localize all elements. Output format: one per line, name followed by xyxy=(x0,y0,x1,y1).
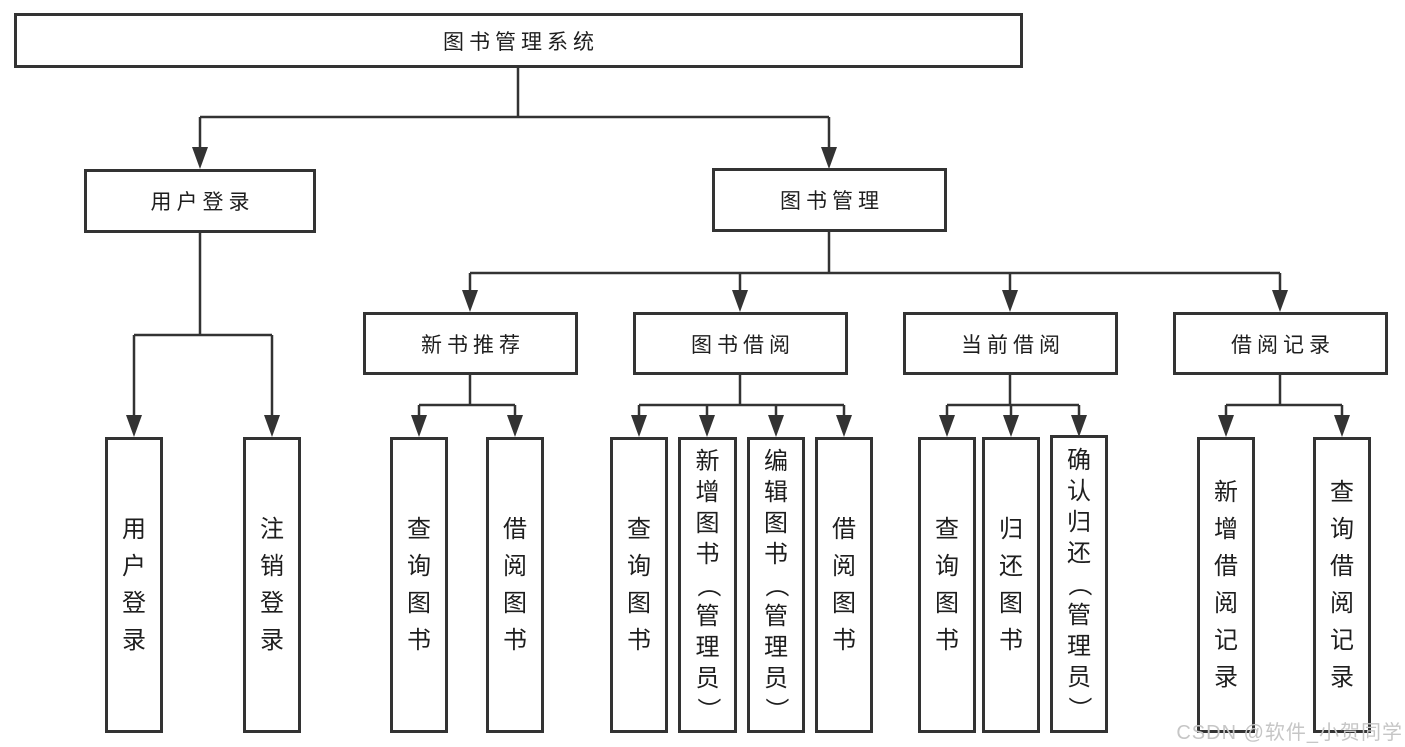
vertical-label-char: 书 xyxy=(695,540,720,568)
vertical-label-char: 询 xyxy=(935,553,959,580)
vertical-label-char: 书 xyxy=(832,627,856,654)
vertical-label-char: ） xyxy=(1065,696,1093,720)
node-new-book-recommend: 新书推荐 xyxy=(363,312,578,375)
vertical-label-char: 录 xyxy=(122,627,146,654)
vertical-label-char: 查 xyxy=(627,516,651,543)
vertical-label-char: 图 xyxy=(407,590,431,617)
leaf-query-borrow-record: 查询借阅记录 xyxy=(1313,437,1371,733)
vertical-label-char: 员 xyxy=(764,664,788,692)
vertical-label-char: 管 xyxy=(695,602,720,630)
leaf-query-books-borrowing: 查询图书 xyxy=(610,437,668,733)
vertical-label-char: 查 xyxy=(407,516,431,543)
vertical-label-char: 确 xyxy=(1067,446,1091,474)
leaf-query-books-current: 查询图书 xyxy=(918,437,976,733)
vertical-label-char: 借 xyxy=(503,516,527,543)
vertical-label-char: 增 xyxy=(1214,516,1238,543)
vertical-label-char: ） xyxy=(762,697,790,721)
vertical-label-char: 登 xyxy=(122,590,146,617)
vertical-label-char: 图 xyxy=(999,590,1023,617)
node-user-login: 用户登录 xyxy=(84,169,316,233)
vertical-label-char: 新 xyxy=(695,447,720,475)
vertical-label-char: 记 xyxy=(1214,627,1238,654)
vertical-label-char: 借 xyxy=(1330,553,1354,580)
node-book-borrowing: 图书借阅 xyxy=(633,312,848,375)
vertical-label-char: 归 xyxy=(1067,508,1091,536)
vertical-label-char: 图 xyxy=(503,590,527,617)
vertical-label-char: 用 xyxy=(122,516,146,543)
vertical-label-char: 员 xyxy=(1067,663,1091,691)
vertical-label-char: 书 xyxy=(503,627,527,654)
node-current-borrowing: 当前借阅 xyxy=(903,312,1118,375)
vertical-label-char: 员 xyxy=(695,664,720,692)
vertical-label-char: 归 xyxy=(999,516,1023,543)
vertical-label-char: 书 xyxy=(627,627,651,654)
vertical-label-char: 借 xyxy=(832,516,856,543)
leaf-return-books: 归还图书 xyxy=(982,437,1040,733)
leaf-confirm-return-admin: 确认归还 （ 管理员 ） xyxy=(1050,435,1108,733)
vertical-label-char: （ xyxy=(1065,572,1093,596)
vertical-label-char: 认 xyxy=(1067,477,1091,505)
vertical-label-char: 图 xyxy=(764,509,788,537)
vertical-label-char: 还 xyxy=(1067,539,1091,567)
vertical-label-char: 辑 xyxy=(764,478,788,506)
leaf-query-books-recommend: 查询图书 xyxy=(390,437,448,733)
vertical-label-char: 还 xyxy=(999,553,1023,580)
vertical-label-char: 图 xyxy=(935,590,959,617)
leaf-edit-books-admin: 编辑图书 （ 管理员 ） xyxy=(747,437,805,733)
vertical-label-char: 图 xyxy=(627,590,651,617)
vertical-label-char: 询 xyxy=(1330,516,1354,543)
leaf-add-borrow-record: 新增借阅记录 xyxy=(1197,437,1255,733)
vertical-label-char: 录 xyxy=(260,627,284,654)
vertical-label-char: 询 xyxy=(627,553,651,580)
leaf-borrow-books-borrowing: 借阅图书 xyxy=(815,437,873,733)
vertical-label-char: 阅 xyxy=(503,553,527,580)
vertical-label-char: 询 xyxy=(407,553,431,580)
vertical-label-char: 理 xyxy=(764,633,788,661)
vertical-label-char: 录 xyxy=(1330,664,1354,691)
vertical-label-char: 增 xyxy=(695,478,720,506)
vertical-label-char: 图 xyxy=(832,590,856,617)
watermark: CSDN @软件_小贺同学 xyxy=(1176,722,1403,744)
tree-edges xyxy=(132,68,1344,418)
vertical-label-char: 阅 xyxy=(1330,590,1354,617)
vertical-label-char: 书 xyxy=(407,627,431,654)
vertical-label-char: 注 xyxy=(260,516,284,543)
vertical-label-char: （ xyxy=(694,573,721,597)
vertical-label-char: 登 xyxy=(260,590,284,617)
arrowheads xyxy=(126,147,1350,437)
leaf-user-login: 用户登录 xyxy=(105,437,163,733)
leaf-borrow-books-recommend: 借阅图书 xyxy=(486,437,544,733)
vertical-label-char: 书 xyxy=(999,627,1023,654)
vertical-label-char: 理 xyxy=(1067,632,1091,660)
vertical-label-char: 管 xyxy=(1067,601,1091,629)
vertical-label-char: 记 xyxy=(1330,627,1354,654)
leaf-logout: 注销登录 xyxy=(243,437,301,733)
node-system-root: 图书管理系统 xyxy=(14,13,1023,68)
vertical-label-char: 阅 xyxy=(1214,590,1238,617)
leaf-add-books-admin: 新增图书 （ 管理员 ） xyxy=(678,437,737,733)
vertical-label-char: 图 xyxy=(695,509,720,537)
vertical-label-char: （ xyxy=(762,573,790,597)
vertical-label-char: 书 xyxy=(935,627,959,654)
vertical-label-char: 新 xyxy=(1214,479,1238,506)
vertical-label-char: 录 xyxy=(1214,664,1238,691)
vertical-label-char: 借 xyxy=(1214,553,1238,580)
vertical-label-char: 管 xyxy=(764,602,788,630)
node-book-management: 图书管理 xyxy=(712,168,947,232)
vertical-label-char: 户 xyxy=(122,553,146,580)
node-borrowing-records: 借阅记录 xyxy=(1173,312,1388,375)
vertical-label-char: 理 xyxy=(695,633,720,661)
vertical-label-char: 书 xyxy=(764,540,788,568)
vertical-label-char: ） xyxy=(694,697,721,721)
vertical-label-char: 销 xyxy=(260,553,284,580)
vertical-label-char: 查 xyxy=(1330,479,1354,506)
vertical-label-char: 编 xyxy=(764,447,788,475)
vertical-label-char: 查 xyxy=(935,516,959,543)
vertical-label-char: 阅 xyxy=(832,553,856,580)
